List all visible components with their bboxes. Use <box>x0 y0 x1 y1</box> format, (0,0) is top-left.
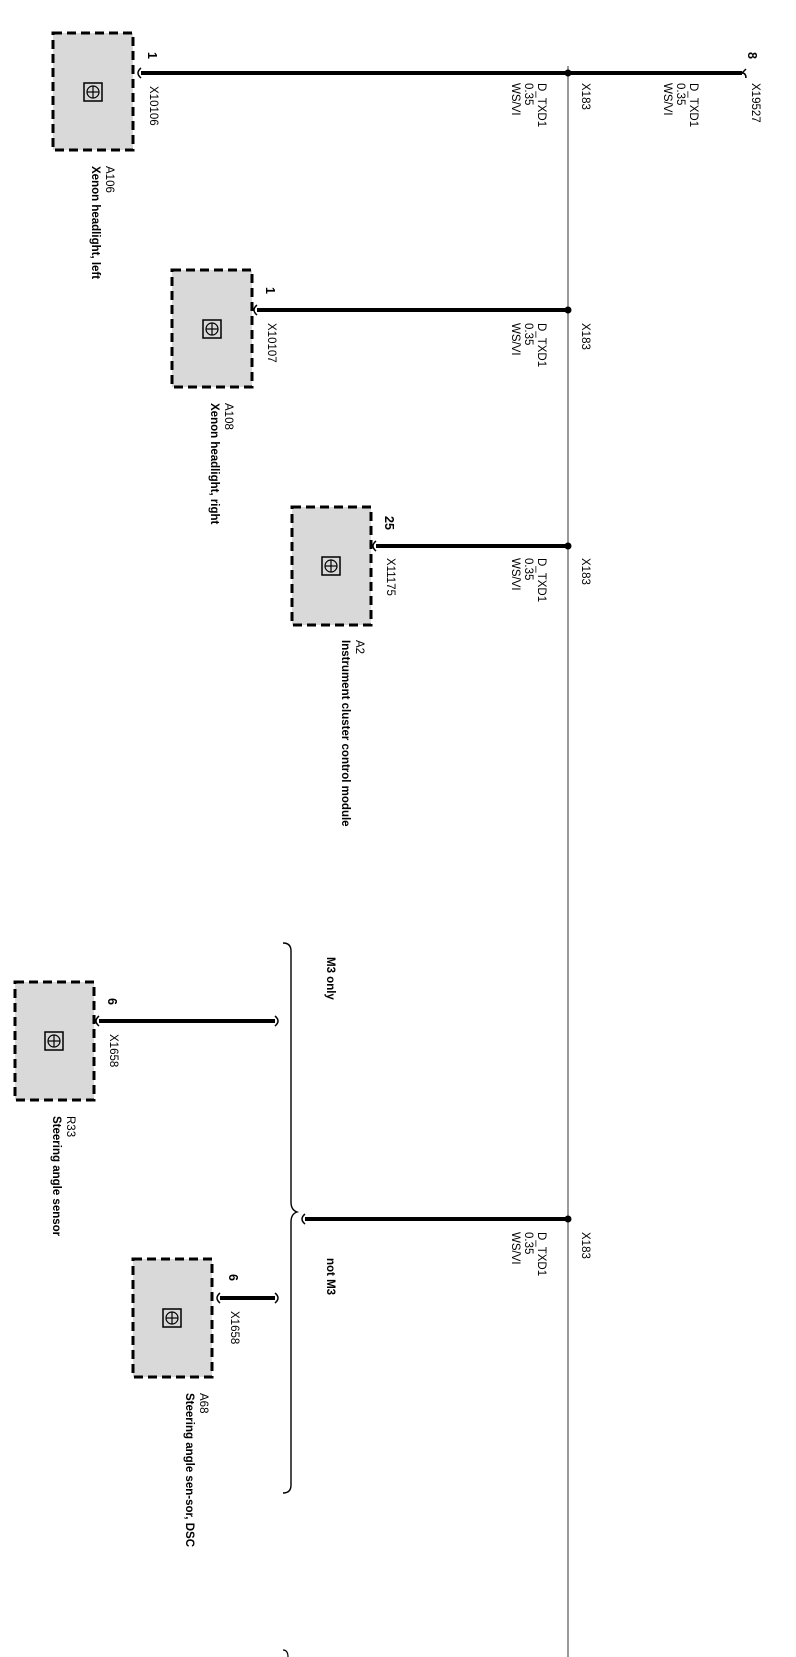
module-a108: A108 Xenon headlight, right <box>170 268 254 525</box>
pin-number: 1 <box>263 287 277 294</box>
ecu-icon <box>162 1308 182 1328</box>
ecu-icon <box>83 82 103 102</box>
component-name: Xenon headlight, right <box>208 403 220 525</box>
component-ref: A68 <box>197 1393 209 1413</box>
wire-color: WS/VI <box>661 83 673 116</box>
pin-number: 6 <box>226 1274 240 1281</box>
bus-connector-label: X183 <box>579 1232 591 1259</box>
wire-variant: D_TXD1 0.35 WS/VI X183 <box>301 1213 591 1276</box>
module-a2: A2 Instrument cluster control module <box>290 505 373 827</box>
variant-bracket: M3 only not M3 <box>282 942 336 1494</box>
wire-size: 0.35 <box>522 1232 534 1254</box>
module-a68: A68 Steering angle sen-sor, DSC <box>131 1257 214 1547</box>
wire-signal: D_TXD1 <box>535 83 547 127</box>
wire-a2: 25 X11175 D_TXD1 0.35 WS/VI X183 <box>372 516 591 602</box>
variant-m3-label: M3 only <box>324 957 336 1000</box>
wire-size: 0.35 <box>522 558 534 580</box>
bus-connector-label: X183 <box>579 83 591 110</box>
wire-size: 0.35 <box>522 83 534 105</box>
wire-signal: D_TXD1 <box>535 1232 547 1276</box>
connector-label: X10107 <box>265 323 277 363</box>
wire-signal: D_TXD1 <box>535 323 547 367</box>
component-name: Steering angle sen-sor, DSC <box>183 1393 195 1547</box>
connector-label: X19527 <box>749 83 761 123</box>
module-r33: R33 Steering angle sensor <box>13 980 96 1237</box>
component-ref: A106 <box>103 166 115 193</box>
component-ref: R33 <box>64 1116 76 1137</box>
component-name: Xenon headlight, left <box>89 166 101 279</box>
top-wire: 8 X19527 D_TXD1 0.35 WS/VI <box>564 52 761 127</box>
component-name: Steering angle sensor <box>50 1116 62 1237</box>
bus-connector-label: X183 <box>579 558 591 585</box>
variant-not-m3-label: not M3 <box>324 1258 336 1295</box>
component-name: Instrument cluster control module <box>339 640 351 827</box>
connector-label: X11175 <box>384 558 396 596</box>
ecu-icon <box>321 556 341 576</box>
continuation-mark <box>282 1649 289 1657</box>
connector-label: X10106 <box>147 86 159 126</box>
wire-a106: 1 X10106 D_TXD1 0.35 WS/VI X183 <box>137 52 591 127</box>
ecu-icon <box>202 319 222 339</box>
wire-color: WS/VI <box>509 1232 521 1265</box>
pin-number: 25 <box>382 516 396 530</box>
connector-label: X1658 <box>228 1311 240 1344</box>
bus-connector-label: X183 <box>579 323 591 350</box>
wire-color: WS/VI <box>509 323 521 356</box>
wire-signal: D_TXD1 <box>687 83 699 127</box>
connector-label: X1658 <box>107 1034 119 1067</box>
wire-signal: D_TXD1 <box>535 558 547 602</box>
wire-color: WS/VI <box>509 558 521 591</box>
wire-size: 0.35 <box>522 323 534 345</box>
ecu-icon <box>44 1031 64 1051</box>
module-a106: A106 Xenon headlight, left <box>51 31 135 279</box>
wire-a108: 1 X10107 D_TXD1 0.35 WS/VI X183 <box>253 287 591 367</box>
component-ref: A2 <box>353 640 365 654</box>
pin-number: 8 <box>745 52 759 59</box>
pin-number: 1 <box>145 52 159 59</box>
pin-number: 6 <box>105 998 119 1005</box>
wire-a68: 6 X1658 <box>216 1274 279 1344</box>
wire-r33: 6 X1658 <box>95 998 279 1067</box>
wire-color: WS/VI <box>509 83 521 116</box>
wire-size: 0.35 <box>674 83 686 105</box>
component-ref: A108 <box>222 403 234 430</box>
